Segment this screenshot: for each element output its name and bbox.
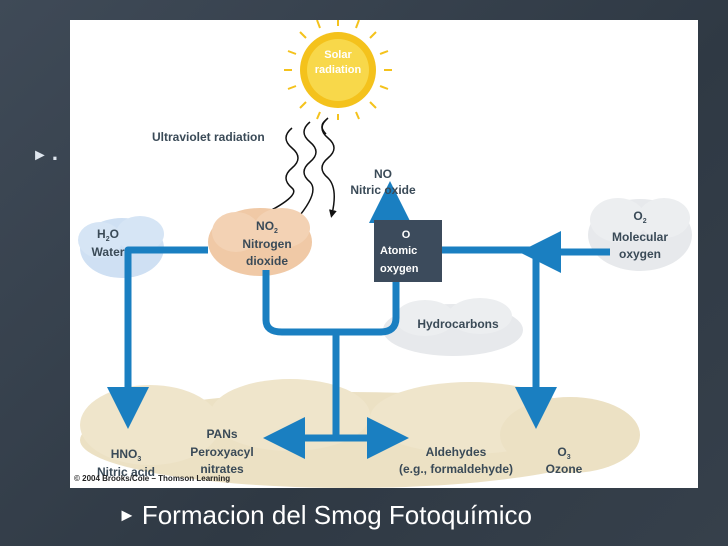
bullet-text: . <box>52 140 58 165</box>
uv-rays <box>256 118 334 220</box>
uv-label: Ultraviolet radiation <box>152 130 265 144</box>
no-formula: NO <box>374 167 392 181</box>
caption-arrow-icon: ► <box>118 505 136 525</box>
slide-caption: ► Formacion del Smog Fotoquímico <box>118 500 678 531</box>
atomic-oxygen-formula: O <box>402 229 411 241</box>
bullet-arrow-icon: ► <box>32 147 48 164</box>
solar-label-1: Solar <box>324 49 352 61</box>
copyright-notice: © 2004 Brooks/Cole – Thomson Learning <box>74 474 230 483</box>
h2o-name: Water <box>92 245 125 259</box>
aldehydes-line1: Aldehydes <box>426 445 487 459</box>
top-bullet: ►. <box>32 140 58 166</box>
o3-name: Ozone <box>546 462 583 476</box>
pans-line2: Peroxyacyl <box>190 445 253 459</box>
pans-line1: PANs <box>206 427 237 441</box>
solar-label-2: radiation <box>315 64 362 76</box>
o2-line1: Molecular <box>612 230 668 244</box>
diagram-svg: Solar radiation Ultraviolet radiation <box>70 20 698 488</box>
atomic-oxygen-line1: Atomic <box>380 245 417 257</box>
no2-line2: dioxide <box>246 254 288 268</box>
uv-ray-2 <box>296 122 316 220</box>
atomic-oxygen-line2: oxygen <box>380 263 419 275</box>
caption-text: Formacion del Smog Fotoquímico <box>142 500 532 530</box>
o2-line2: oxygen <box>619 247 661 261</box>
no-name: Nitric oxide <box>350 183 416 197</box>
smog-diagram: Solar radiation Ultraviolet radiation <box>70 20 698 488</box>
aldehydes-line2: (e.g., formaldehyde) <box>399 462 513 476</box>
hno3-formula: HNO3 <box>111 447 142 463</box>
hydrocarbons-label: Hydrocarbons <box>417 317 499 331</box>
no2-line1: Nitrogen <box>242 237 291 251</box>
